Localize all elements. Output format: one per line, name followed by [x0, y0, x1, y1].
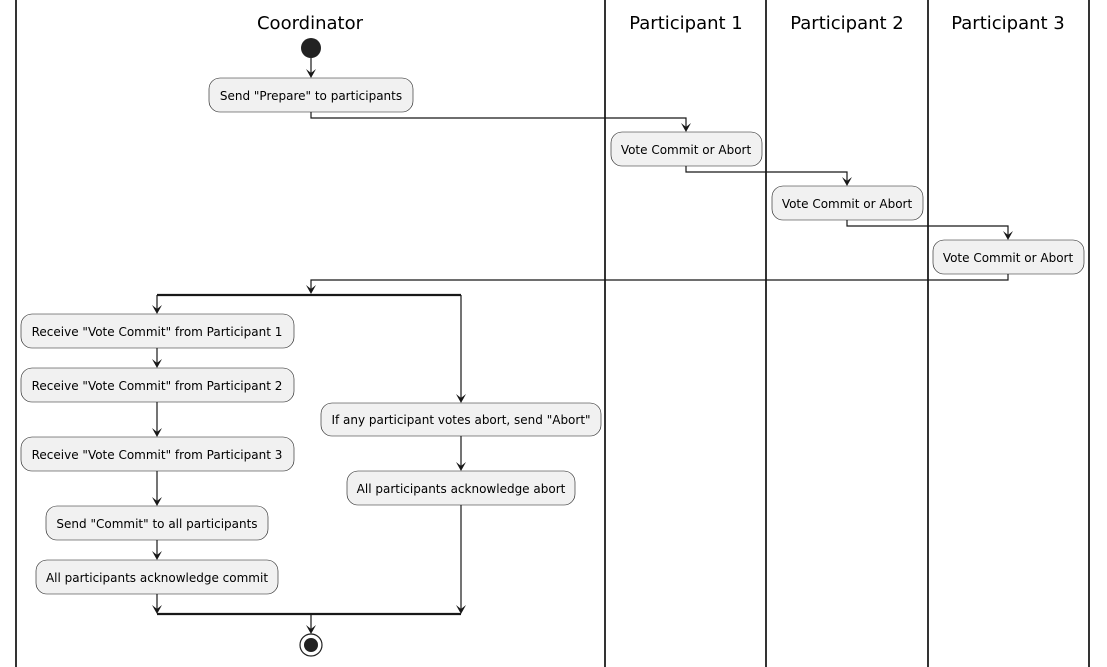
start-node — [301, 38, 321, 58]
activity-participant-2-vote-label: Vote Commit or Abort — [782, 197, 913, 211]
activity-send-prepare: Send "Prepare" to participants — [208, 77, 414, 113]
activity-ack-abort-label: All participants acknowledge abort — [357, 482, 566, 496]
activity-participant-3-vote-label: Vote Commit or Abort — [943, 251, 1074, 265]
activity-participant-2-vote: Vote Commit or Abort — [771, 185, 924, 221]
activity-ack-abort: All participants acknowledge abort — [346, 470, 576, 506]
activity-send-abort-label: If any participant votes abort, send "Ab… — [331, 413, 590, 427]
activity-receive-vote-p3-label: Receive "Vote Commit" from Participant 3 — [32, 448, 283, 462]
end-node — [299, 633, 323, 657]
activity-receive-vote-p2-label: Receive "Vote Commit" from Participant 2 — [32, 379, 283, 393]
activity-receive-vote-p2: Receive "Vote Commit" from Participant 2 — [20, 367, 295, 403]
activity-send-prepare-label: Send "Prepare" to participants — [220, 89, 402, 103]
activity-send-commit: Send "Commit" to all participants — [45, 505, 269, 541]
activity-ack-commit: All participants acknowledge commit — [35, 559, 279, 595]
activity-ack-commit-label: All participants acknowledge commit — [46, 571, 268, 585]
activity-receive-vote-p1: Receive "Vote Commit" from Participant 1 — [20, 313, 295, 349]
activity-receive-vote-p1-label: Receive "Vote Commit" from Participant 1 — [32, 325, 283, 339]
swimlane-title-participant-2: Participant 2 — [790, 13, 904, 34]
activity-send-abort: If any participant votes abort, send "Ab… — [320, 402, 602, 437]
activity-send-commit-label: Send "Commit" to all participants — [56, 517, 257, 531]
activity-receive-vote-p3: Receive "Vote Commit" from Participant 3 — [20, 436, 295, 472]
swimlane-title-coordinator: Coordinator — [257, 13, 364, 34]
activity-participant-1-vote: Vote Commit or Abort — [610, 131, 763, 167]
activity-participant-1-vote-label: Vote Commit or Abort — [621, 143, 752, 157]
flow-edges — [152, 58, 1013, 634]
swimlane-title-participant-3: Participant 3 — [951, 13, 1065, 34]
activity-participant-3-vote: Vote Commit or Abort — [932, 239, 1085, 275]
swimlane-title-participant-1: Participant 1 — [629, 13, 743, 34]
